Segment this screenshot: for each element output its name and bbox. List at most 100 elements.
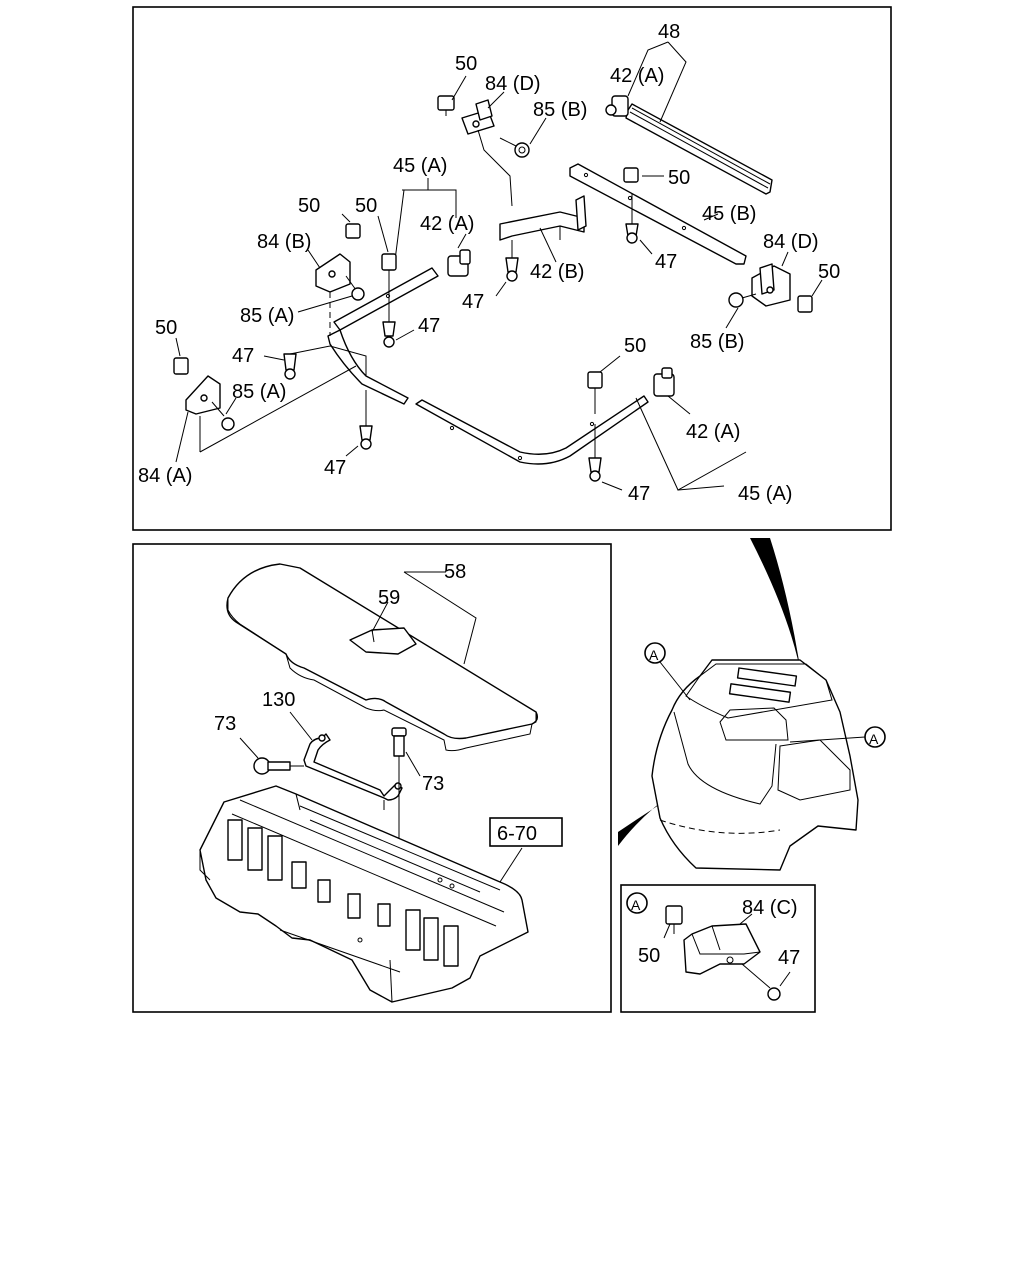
leader-45B [703,213,719,221]
part-47-screw-left [283,353,297,380]
callout-47-bottom: 47 [324,457,346,479]
vehicle-tailgate-window [673,711,777,805]
part-48-weatherstrip [625,103,773,195]
pointer-to-upper-panel [750,538,802,680]
part-47-screw-front [588,424,602,482]
callout-84D-top: 84 (D) [485,73,541,95]
detail-leader-84C [739,913,753,925]
vehicle-roof-slat-1 [736,667,798,687]
panel-rear-shelf: 58 59 130 73 73 6-70 [132,543,612,1013]
leader-45A-bottom-b [677,485,725,491]
part-42B-bracket [499,195,587,241]
leader-48-a [627,41,669,97]
leader-47-left-b [289,345,367,376]
leader-50-left2 [377,215,389,253]
part-47-screw-bottom [359,390,373,450]
part-50-nut-left1 [345,223,361,239]
vehicle-bumper-line [659,819,781,834]
callout-84A: 84 (A) [138,465,192,487]
leader-58 [403,571,477,665]
callout-45B: 45 (B) [702,203,756,225]
part-84D-bracket-top [461,99,495,135]
part-73-bolt-left [253,757,304,775]
leader-47-upper [395,329,415,341]
part-85B-screw-right [728,292,757,308]
leader-6-70 [499,847,523,883]
callout-50-far-left: 50 [155,317,177,339]
callout-85B-right: 85 (B) [690,331,744,353]
callout-42A-top: 42 (A) [610,65,664,87]
part-42A-clip-top [605,95,629,117]
callout-59: 59 [378,587,400,609]
leader-84A-c [199,365,357,453]
callout-47-left: 47 [232,345,254,367]
part-50-nut-rail [623,167,639,183]
callout-50-rail: 50 [668,167,690,189]
leader-50-top [451,75,467,101]
leader-84A-a [175,411,189,463]
leader-85B-top [529,117,547,145]
callout-45A-top: 45 (A) [393,155,447,177]
leader-47-left [263,355,285,361]
leader-84D-right [781,251,789,267]
callout-42B: 42 (B) [530,261,584,283]
callout-50-left1: 50 [298,195,320,217]
leader-42A-left [457,233,467,249]
detail-mark-A: A [631,897,641,913]
callout-47-upper: 47 [418,315,440,337]
leader-mark-A-left [659,661,691,701]
callout-73-right: 73 [422,773,444,795]
panel-detail-A: A 84 (C) 50 47 [620,884,816,1013]
leader-47-rail [639,239,653,255]
part-45A-rail [327,267,649,465]
callout-50-right: 50 [818,261,840,283]
leader-85A-lower [225,397,237,415]
callout-85A-upper: 85 (A) [240,305,294,327]
callout-47-rail: 47 [655,251,677,273]
callout-84D-right: 84 (D) [763,231,819,253]
part-84B-bracket [315,253,351,293]
part-50-nut-left2 [381,253,397,300]
vehicle-rear-view: A A [618,538,886,871]
part-50-nut-front [587,371,603,414]
detail-leader-47 [779,971,791,987]
mark-A-left: A [649,647,659,663]
panel-trim-rails: 48 50 84 (D) 42 (A) 85 (B) 50 45 (A) 50 … [132,6,892,531]
callout-58: 58 [444,561,466,583]
leader-59 [371,601,389,633]
leader-73-right [405,751,421,777]
callout-47-front: 47 [628,483,650,505]
leader-130 [289,711,313,741]
mark-A-right: A [869,731,879,747]
part-50-nut-right [797,295,813,313]
part-45B-rail [569,163,747,265]
leader-48-b [659,41,687,123]
vehicle-rear-shelf-insert [719,707,789,741]
part-rear-floor-panel [199,785,529,1003]
detail-callout-50: 50 [638,945,660,967]
panel-rear-shelf-frame [132,543,612,1013]
part-50-nut-top [437,95,455,116]
part-84A-bracket [185,375,221,415]
mark-A-left-circle [644,642,666,664]
part-47-screw-mid [505,240,519,282]
callout-48: 48 [658,21,680,43]
detail-callout-84C: 84 (C) [742,897,798,919]
detail-mark-A-circle [626,892,648,914]
callout-50-top: 50 [455,53,477,75]
detail-part-47-screw [741,963,781,1001]
detail-part-50-nut [665,905,683,934]
leader-73-left [239,737,259,759]
callout-6-70: 6-70 [497,823,537,845]
vehicle-quarter-window [777,739,851,801]
part-42A-clip-left [447,249,471,277]
callout-47-mid: 47 [462,291,484,313]
callout-42A-front: 42 (A) [686,421,740,443]
leader-50-right [811,279,823,297]
leader-47-front [601,481,623,491]
callout-130: 130 [262,689,295,711]
callout-73-left: 73 [214,713,236,735]
part-47-screw-upper [382,300,396,348]
